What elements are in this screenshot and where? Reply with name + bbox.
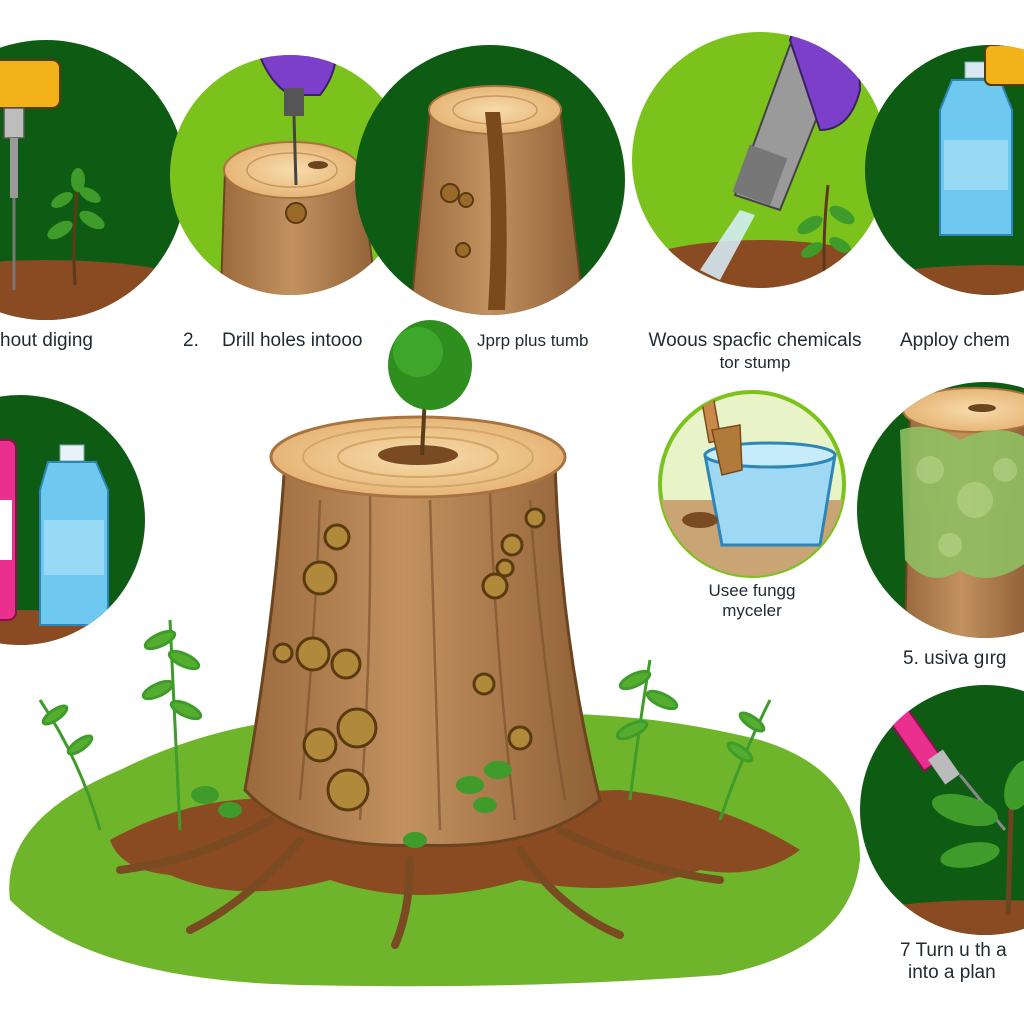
chemical-bottle-icon bbox=[0, 439, 17, 621]
caption-step-2-number: 2. bbox=[183, 330, 199, 351]
step-moss-circle bbox=[857, 382, 1024, 638]
step-plant-circle bbox=[860, 685, 1024, 935]
main-stump-scene bbox=[9, 320, 860, 987]
water-bottle-icon bbox=[939, 61, 1013, 236]
drill-holes bbox=[272, 507, 546, 812]
caption-step-1: hout diging bbox=[0, 330, 93, 351]
sapling-icon bbox=[388, 320, 472, 456]
caption-step-3: Jprp plus tumb bbox=[477, 331, 589, 350]
drill-icon bbox=[984, 45, 1024, 86]
caption-step-7-line-2: into a plan bbox=[908, 962, 996, 983]
fern-right bbox=[615, 659, 772, 821]
step-bottles-circle bbox=[0, 395, 145, 645]
moss-icon bbox=[900, 426, 1024, 578]
caption-step-4-line-1: Woous spacfic chemicals bbox=[648, 330, 862, 351]
sapling-icon bbox=[47, 168, 105, 286]
step-2-circle bbox=[170, 55, 410, 295]
seedlings bbox=[191, 761, 512, 848]
caption-step-4-line-2: tor stump bbox=[719, 353, 791, 372]
step-fungi-circle bbox=[658, 390, 846, 578]
shovel-icon bbox=[696, 392, 743, 476]
caption-step-5b: 5. usiva gırg bbox=[903, 648, 1007, 669]
step-5-circle bbox=[865, 45, 1024, 295]
drill-icon bbox=[0, 59, 61, 290]
caption-fungi-line-2: myceler bbox=[722, 601, 782, 620]
caption-step-5: Apploy chem bbox=[900, 330, 1010, 351]
caption-fungi-line-1: Usee fungg bbox=[708, 581, 796, 600]
roots bbox=[116, 816, 724, 949]
water-bottle-icon bbox=[39, 444, 109, 626]
caption-step-7-line-1: 7 Turn u th a bbox=[900, 940, 1007, 961]
glove-icon bbox=[253, 55, 337, 186]
tree-stump-icon bbox=[218, 141, 382, 295]
plant-icon bbox=[931, 760, 1024, 916]
caption-step-2: Drill holes intooo bbox=[222, 330, 363, 351]
tree-stump-icon bbox=[408, 85, 587, 315]
tree-stump-icon bbox=[243, 415, 602, 847]
step-1-circle bbox=[0, 40, 186, 320]
fern-left bbox=[38, 619, 203, 831]
step-3-circle bbox=[355, 45, 625, 315]
